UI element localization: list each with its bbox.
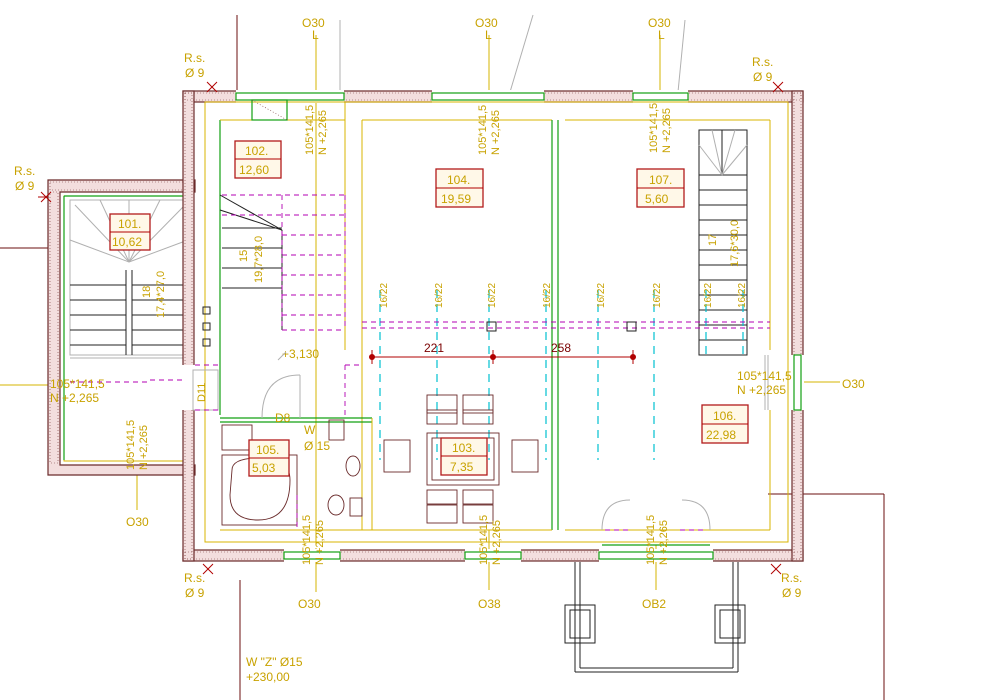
water-label: W [304,423,316,437]
window-l-top-2: L [485,28,492,42]
downpipe-diameter-bottom-left: Ø 9 [185,586,205,600]
joist-label-3: 16/22 [487,283,498,308]
joist-label-6: 16/22 [652,283,663,308]
door-d11-label: D11 [196,383,208,402]
window-sill-top-1: N +2,265 [317,110,329,155]
water-supply-level: +230,00 [246,670,290,684]
window-size-top-3: 105*141,5 [648,103,660,153]
window-size-left: 105*141,5 [50,377,105,391]
downpipe-label-top-left: R.s. [184,51,205,65]
joist-label-8: 16/22 [737,283,748,308]
window-size-top-1: 105*141,5 [304,105,316,155]
stair-102-dims: 19,7*28,0 [253,236,265,283]
downpipe-diameter-top-left: Ø 9 [185,66,205,80]
downpipe-labels: R.s. Ø 9 R.s. Ø 9 R.s. Ø 9 R.s. Ø 9 R.s.… [14,51,802,600]
window-size-left-2: 105*141,5 [125,420,137,470]
room-105-number: 105. [256,443,279,457]
window-sill-bottom-3: N +2,265 [658,520,670,565]
door-d8-label: D8 [275,411,291,425]
window-size-top-2: 105*141,5 [477,105,489,155]
downpipe-label-left: R.s. [14,164,35,178]
dimension-line: 221 258 [369,341,636,364]
joist-labels: 16/22 16/22 16/22 16/22 16/22 16/22 16/2… [379,283,748,308]
stair-102-steps: 15 [238,250,250,262]
stair-labels: 18 17,4*27,0 15 19,7*28,0 17 17,6*30,0 [141,220,741,318]
stair-101-steps: 18 [141,286,153,298]
bathroom-fixtures [221,364,363,530]
window-o30-top-3: O30 [648,16,671,30]
room-101-area: 10,62 [112,235,142,249]
window-size-bottom-3: 105*141,5 [645,515,657,565]
dimension-221: 221 [424,341,444,355]
downpipe-label-top-right: R.s. [752,55,773,69]
dimension-258: 258 [551,341,571,355]
room-105-area: 5,03 [252,461,276,475]
window-sill-bottom-2: N +2,265 [491,520,503,565]
downpipe-label-bottom-left: R.s. [184,571,205,585]
stair-101-dims: 17,4*27,0 [155,271,167,318]
stair-107 [698,129,748,356]
stair-107-steps: 17 [707,234,719,246]
room-labels: 101. 10,62 102. 12,60 104. 19,59 107. 5,… [109,140,749,477]
window-l-top-1: L [312,28,319,42]
room-102-number: 102. [245,144,268,158]
window-o30-top-1: O30 [302,16,325,30]
window-o30-bottom-1: O30 [298,597,321,611]
room-103-area: 7,35 [450,460,474,474]
joist-label-1: 16/22 [379,283,390,308]
downpipe-label-bottom-right: R.s. [781,571,802,585]
downpipe-markers [40,81,784,575]
room-104-number: 104. [447,173,470,187]
joist-label-5: 16/22 [596,283,607,308]
downpipe-diameter-bottom-right: Ø 9 [782,586,802,600]
room-103-number: 103. [452,441,475,455]
window-sill-top-3: N +2,265 [661,108,673,153]
window-o30-left-bottom: O30 [126,515,149,529]
joist-label-4: 16/22 [542,283,553,308]
room-101-number: 101. [118,217,141,231]
downpipe-diameter-left: Ø 9 [15,179,35,193]
misc-labels: +3,130 D11 D8 W Ø 15 W "Z" Ø15 +230,00 [196,347,330,684]
joist-label-2: 16/22 [434,283,445,308]
joist-lines [362,290,770,460]
room-102-area: 12,60 [239,163,269,177]
window-ob2-bottom: OB2 [642,597,666,611]
joist-label-7: 16/22 [703,283,714,308]
room-107-number: 107. [649,173,672,187]
window-o30-right: O30 [842,377,865,391]
window-size-bottom-2: 105*141,5 [478,515,490,565]
window-sill-right: N +2,265 [737,383,786,397]
floor-level: +3,130 [282,347,319,361]
window-o30-top-2: O30 [475,16,498,30]
window-sill-top-2: N +2,265 [490,110,502,155]
main-walls [182,90,804,562]
window-o38-bottom: O38 [478,597,501,611]
downpipe-diameter-top-right: Ø 9 [753,70,773,84]
room-104-area: 19,59 [441,192,471,206]
stair-102 [202,99,346,347]
window-sill-bottom-1: N +2,265 [314,520,326,565]
water-diameter: Ø 15 [304,439,330,453]
room-107-area: 5,60 [645,192,669,206]
water-supply-label: W "Z" Ø15 [246,655,303,669]
window-size-right: 105*141,5 [737,369,792,383]
room-106-area: 22,98 [706,428,736,442]
window-labels: O30 L O30 L O30 L O30 O38 OB2 O30 O30 10… [50,16,865,611]
window-sill-left: N +2,265 [50,391,99,405]
window-sill-left-2: N +2,265 [138,425,150,470]
doors [261,355,769,419]
balcony [564,499,746,673]
stair-107-dims: 17,6*30,0 [729,220,741,267]
window-l-top-3: L [658,28,665,42]
room-106-number: 106. [713,409,736,423]
window-size-bottom-1: 105*141,5 [301,515,313,565]
